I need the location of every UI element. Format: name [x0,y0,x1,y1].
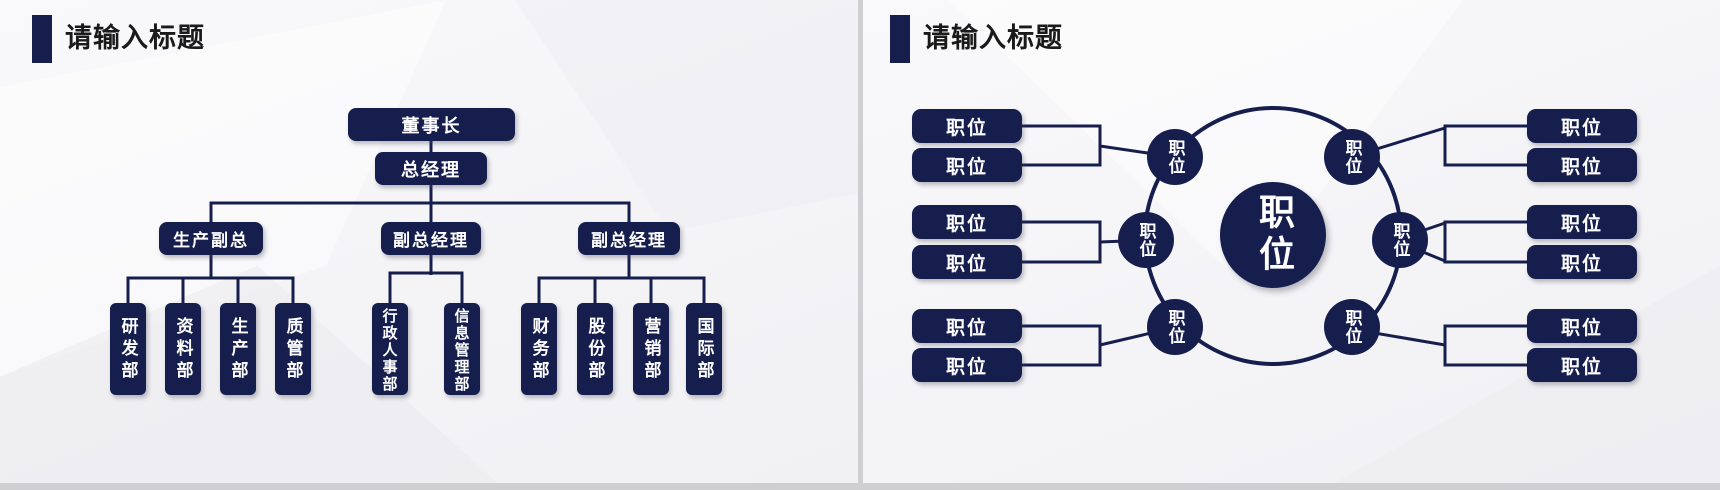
right-slide-title[interactable]: 请输入标题 [923,23,1063,54]
org-dept-shares[interactable]: 股份部 [577,303,613,395]
position-box-right-5[interactable]: 职位 [1527,309,1637,343]
position-box-left-1[interactable]: 职位 [912,109,1022,143]
position-box-right-2[interactable]: 职位 [1527,148,1637,182]
org-dept-quality[interactable]: 质管部 [275,303,311,395]
org-node-production-vp[interactable]: 生产副总 [159,222,263,255]
org-node-deputy-gm-2[interactable]: 副总经理 [578,222,680,255]
position-box-right-3[interactable]: 职位 [1527,205,1637,239]
position-box-right-6[interactable]: 职位 [1527,348,1637,382]
position-box-left-4[interactable]: 职位 [912,245,1022,279]
title-accent-bar [890,15,910,63]
position-box-left-2[interactable]: 职位 [912,148,1022,182]
org-dept-production[interactable]: 生产部 [220,303,256,395]
org-node-general-manager[interactable]: 总经理 [375,152,487,185]
org-dept-marketing[interactable]: 营销部 [633,303,669,395]
org-dept-admin-hr[interactable]: 行政人事部 [372,303,408,395]
org-dept-international[interactable]: 国际部 [686,303,722,395]
right-slide: 请输入标题 职位 职位 职位 职位 [863,0,1720,483]
left-slide-title[interactable]: 请输入标题 [65,23,205,54]
position-box-right-1[interactable]: 职位 [1527,109,1637,143]
position-box-left-6[interactable]: 职位 [912,348,1022,382]
title-accent-bar [32,15,52,63]
org-dept-data[interactable]: 资料部 [165,303,201,395]
position-box-right-4[interactable]: 职位 [1527,245,1637,279]
org-chart-connector-lines [126,139,706,306]
left-title-block: 请输入标题 [32,15,205,63]
ring-node-bottom-right[interactable]: 职位 [1324,299,1380,355]
org-dept-info-management[interactable]: 信息管理部 [444,303,480,395]
right-title-block: 请输入标题 [890,15,1063,63]
left-slide: 请输入标题 董事长 [0,0,858,483]
ring-node-middle-left[interactable]: 职位 [1118,212,1174,268]
org-dept-rd[interactable]: 研发部 [110,303,146,395]
org-node-deputy-gm-1[interactable]: 副总经理 [381,222,481,255]
ring-node-top-left[interactable]: 职位 [1147,129,1203,185]
ring-node-top-right[interactable]: 职位 [1324,129,1380,185]
org-dept-finance[interactable]: 财务部 [521,303,557,395]
ring-node-middle-right[interactable]: 职位 [1372,212,1428,268]
org-node-chairman[interactable]: 董事长 [348,108,515,141]
position-box-left-5[interactable]: 职位 [912,309,1022,343]
position-box-left-3[interactable]: 职位 [912,205,1022,239]
center-position-circle[interactable]: 职位 [1220,182,1326,288]
ring-node-bottom-left[interactable]: 职位 [1147,299,1203,355]
